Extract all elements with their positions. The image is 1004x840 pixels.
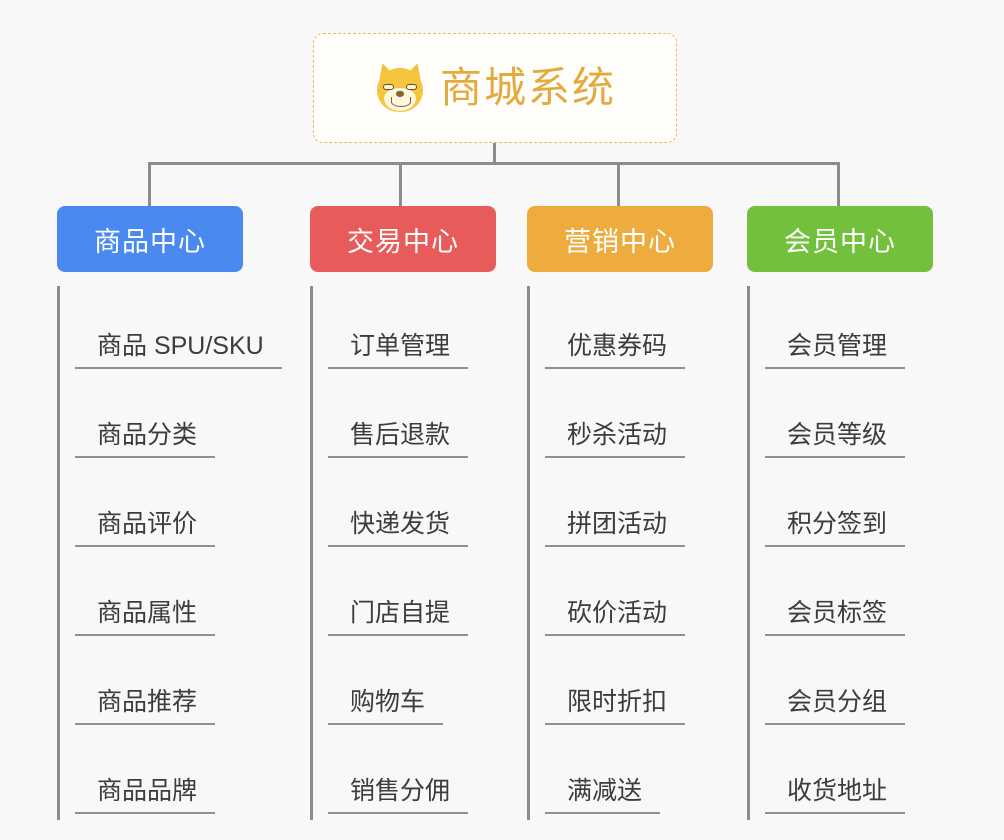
list-item[interactable]: 商品属性 <box>75 553 287 642</box>
connector-drop-branch-3 <box>837 162 840 208</box>
leaf-label: 会员标签 <box>765 599 906 636</box>
connector-root-stem <box>493 143 496 165</box>
leaf-label: 购物车 <box>328 688 444 725</box>
leaf-list-product: 商品 SPU/SKU 商品分类 商品评价 商品属性 商品推荐 商品品牌 <box>57 286 287 820</box>
list-item[interactable]: 购物车 <box>328 642 525 731</box>
list-item[interactable]: 快递发货 <box>328 464 525 553</box>
leaf-label: 砍价活动 <box>545 599 686 636</box>
list-item[interactable]: 门店自提 <box>328 553 525 642</box>
connector-horizontal-bus <box>150 162 840 165</box>
list-item[interactable]: 会员标签 <box>765 553 962 642</box>
list-item[interactable]: 会员等级 <box>765 375 962 464</box>
list-item[interactable]: 商品推荐 <box>75 642 287 731</box>
root-title: 商城系统 <box>439 64 616 111</box>
branch-column-trade: 交易中心 订单管理 售后退款 快递发货 门店自提 购物车 销售分佣 <box>310 206 525 820</box>
list-item[interactable]: 商品 SPU/SKU <box>75 286 287 375</box>
root-node[interactable]: 商城系统 <box>313 33 677 143</box>
branch-column-product: 商品中心 商品 SPU/SKU 商品分类 商品评价 商品属性 商品推荐 商品品牌 <box>57 206 287 820</box>
list-item[interactable]: 订单管理 <box>328 286 525 375</box>
branch-header-product[interactable]: 商品中心 <box>57 206 243 272</box>
leaf-label: 商品属性 <box>75 599 216 636</box>
leaf-label: 快递发货 <box>328 510 469 547</box>
list-item[interactable]: 销售分佣 <box>328 731 525 820</box>
leaf-label: 会员等级 <box>765 421 906 458</box>
connector-drop-branch-1 <box>399 162 402 208</box>
leaf-label: 商品 SPU/SKU <box>75 332 282 369</box>
list-item[interactable]: 会员管理 <box>765 286 962 375</box>
branch-header-member[interactable]: 会员中心 <box>747 206 933 272</box>
list-item[interactable]: 会员分组 <box>765 642 962 731</box>
leaf-label: 积分签到 <box>765 510 906 547</box>
leaf-label: 商品推荐 <box>75 688 216 725</box>
leaf-label: 订单管理 <box>328 332 469 369</box>
leaf-label: 收货地址 <box>765 777 906 814</box>
list-item[interactable]: 拼团活动 <box>545 464 742 553</box>
leaf-label: 秒杀活动 <box>545 421 686 458</box>
leaf-label: 售后退款 <box>328 421 469 458</box>
list-item[interactable]: 商品品牌 <box>75 731 287 820</box>
list-item[interactable]: 秒杀活动 <box>545 375 742 464</box>
leaf-list-marketing: 优惠券码 秒杀活动 拼团活动 砍价活动 限时折扣 满减送 <box>527 286 742 820</box>
list-item[interactable]: 商品分类 <box>75 375 287 464</box>
list-item[interactable]: 限时折扣 <box>545 642 742 731</box>
leaf-label: 拼团活动 <box>545 510 686 547</box>
list-item[interactable]: 优惠券码 <box>545 286 742 375</box>
leaf-label: 满减送 <box>545 777 661 814</box>
leaf-label: 销售分佣 <box>328 777 469 814</box>
list-item[interactable]: 商品评价 <box>75 464 287 553</box>
connector-drop-branch-2 <box>617 162 620 208</box>
leaf-list-trade: 订单管理 售后退款 快递发货 门店自提 购物车 销售分佣 <box>310 286 525 820</box>
branch-header-marketing[interactable]: 营销中心 <box>527 206 713 272</box>
leaf-label: 会员分组 <box>765 688 906 725</box>
branch-column-member: 会员中心 会员管理 会员等级 积分签到 会员标签 会员分组 收货地址 <box>747 206 962 820</box>
leaf-list-member: 会员管理 会员等级 积分签到 会员标签 会员分组 收货地址 <box>747 286 962 820</box>
leaf-label: 商品品牌 <box>75 777 216 814</box>
branch-column-marketing: 营销中心 优惠券码 秒杀活动 拼团活动 砍价活动 限时折扣 满减送 <box>527 206 742 820</box>
list-item[interactable]: 积分签到 <box>765 464 962 553</box>
list-item[interactable]: 砍价活动 <box>545 553 742 642</box>
branch-header-trade[interactable]: 交易中心 <box>310 206 496 272</box>
leaf-label: 门店自提 <box>328 599 469 636</box>
dog-face-icon <box>373 60 427 114</box>
connector-drop-branch-0 <box>148 162 151 208</box>
leaf-label: 会员管理 <box>765 332 906 369</box>
leaf-label: 商品分类 <box>75 421 216 458</box>
list-item[interactable]: 售后退款 <box>328 375 525 464</box>
leaf-label: 优惠券码 <box>545 332 686 369</box>
leaf-label: 商品评价 <box>75 510 216 547</box>
list-item[interactable]: 满减送 <box>545 731 742 820</box>
list-item[interactable]: 收货地址 <box>765 731 962 820</box>
leaf-label: 限时折扣 <box>545 688 686 725</box>
